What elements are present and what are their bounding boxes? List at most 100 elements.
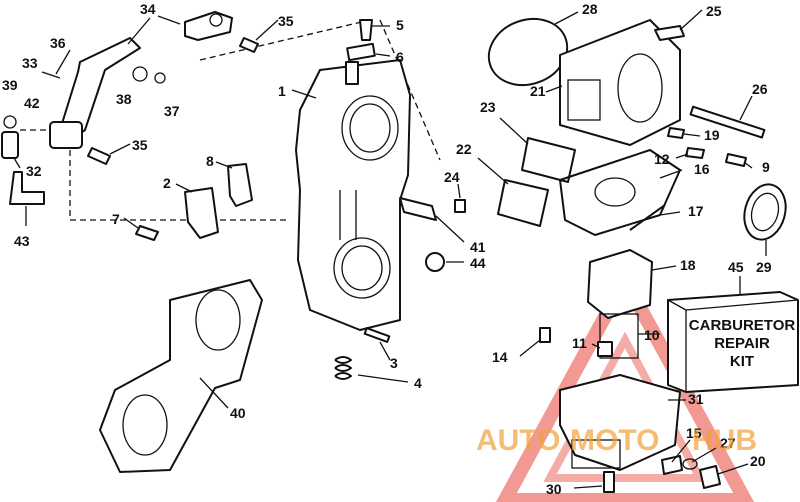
part-1-carburetor-body: [295, 59, 411, 331]
watermark-part1: AUTO: [476, 424, 560, 457]
part-24-screw: [454, 199, 466, 213]
leader-lines: [13, 9, 767, 489]
part-32-bushing: [1, 131, 19, 159]
label-29: 29: [756, 259, 772, 275]
part-21-air-silencer-base: [559, 19, 681, 146]
label-7: 7: [112, 211, 120, 227]
label-32: 32: [26, 163, 42, 179]
label-44: 44: [470, 255, 486, 271]
part-38-washer: [132, 66, 148, 82]
label-5: 5: [396, 17, 404, 33]
label-20: 20: [750, 453, 766, 469]
watermark-part2: MOTO: [570, 424, 659, 457]
label-24: 24: [444, 169, 460, 185]
part-25-bolt: [654, 25, 685, 41]
watermark-text: AUTO MOTO HUB: [476, 424, 757, 457]
part-35-screw-upper: [239, 37, 259, 53]
label-9: 9: [762, 159, 770, 175]
part-37-washer: [154, 72, 166, 84]
label-19: 19: [704, 127, 720, 143]
part-40-flange-gasket: [99, 279, 263, 473]
label-10: 10: [644, 327, 660, 343]
label-30: 30: [546, 481, 562, 497]
part-40-gasket-hole-lower: [122, 394, 168, 456]
part-15-plug: [661, 455, 683, 475]
part-12-fitting: [685, 147, 705, 159]
part-17-pin: [629, 204, 666, 231]
label-42: 42: [24, 95, 40, 111]
part-43-bracket: [9, 171, 45, 205]
part-2-throttle-shutter: [184, 187, 219, 239]
watermark-part3: HUB: [692, 424, 757, 457]
linkage-dashed-top: [199, 19, 371, 61]
part-34-throttle-cam: [184, 11, 233, 41]
part-28-intake-gasket: [487, 17, 569, 87]
part-16-gasket-hole: [594, 177, 636, 207]
part-26-long-bolt: [689, 105, 766, 139]
part-31-float-bowl: [559, 374, 681, 471]
label-2: 2: [163, 175, 171, 191]
label-3: 3: [390, 355, 398, 371]
label-35a: 35: [278, 13, 294, 29]
label-22: 22: [456, 141, 472, 157]
part-8-choke-shutter: [227, 163, 253, 207]
label-33: 33: [22, 55, 38, 71]
kit-text-line3: KIT: [730, 353, 754, 370]
label-16: 16: [694, 161, 710, 177]
part-14-screw: [539, 327, 551, 343]
label-43: 43: [14, 233, 30, 249]
label-17: 17: [688, 203, 704, 219]
label-45: 45: [728, 259, 744, 275]
label-31: 31: [688, 391, 704, 407]
label-41: 41: [470, 239, 486, 255]
part-20-drain-screw: [699, 465, 721, 489]
kit-text-line1: CARBURETOR: [689, 317, 796, 334]
label-28: 28: [582, 1, 598, 17]
part-41-bolt: [399, 197, 437, 221]
label-40: 40: [230, 405, 246, 421]
linkage-dashed-right: [379, 19, 441, 161]
label-39: 39: [2, 77, 18, 93]
label-26: 26: [752, 81, 768, 97]
part-30-screw: [603, 471, 615, 493]
part-3-pin: [363, 327, 391, 343]
part-29-filter-bushing: [743, 183, 787, 241]
linkage-dashed-boundary: [20, 129, 290, 221]
part-23-gasket: [521, 137, 576, 183]
part-5-screw: [359, 19, 373, 41]
label-18: 18: [680, 257, 696, 273]
label-21: 21: [530, 83, 546, 99]
label-37: 37: [164, 103, 180, 119]
part-11-seat: [597, 341, 613, 357]
part-27-washer: [682, 458, 698, 470]
part-9-screw: [725, 153, 747, 167]
part-10-needle-box: [599, 313, 639, 359]
part-44-nut: [425, 252, 445, 272]
part-39-washer: [3, 115, 17, 129]
label-8: 8: [206, 153, 214, 169]
part-7-screw: [135, 225, 159, 241]
part-19-fitting: [667, 127, 685, 139]
label-23: 23: [480, 99, 496, 115]
kit-text-line2: REPAIR: [714, 335, 770, 352]
part-35-screw-lower: [87, 147, 111, 165]
label-34: 34: [140, 1, 156, 17]
label-6: 6: [396, 49, 404, 65]
part-labels: 1 2 3 4 5 6 7 8 9 10 11 12 14 15 16 17 1…: [2, 1, 772, 497]
part-40-gasket-hole-upper: [195, 289, 241, 351]
label-14: 14: [492, 349, 508, 365]
part-45-carburetor-repair-kit: CARBURETOR REPAIR KIT: [667, 291, 799, 393]
label-1: 1: [278, 83, 286, 99]
part-18-float: [587, 249, 653, 319]
label-4: 4: [414, 375, 422, 391]
part-4-spring: [334, 356, 352, 380]
label-27: 27: [720, 435, 736, 451]
label-12: 12: [654, 151, 670, 167]
label-11: 11: [572, 335, 587, 351]
label-38: 38: [116, 91, 132, 107]
label-25: 25: [706, 3, 722, 19]
label-35b: 35: [132, 137, 148, 153]
label-36: 36: [50, 35, 66, 51]
part-6-clip: [346, 42, 376, 62]
